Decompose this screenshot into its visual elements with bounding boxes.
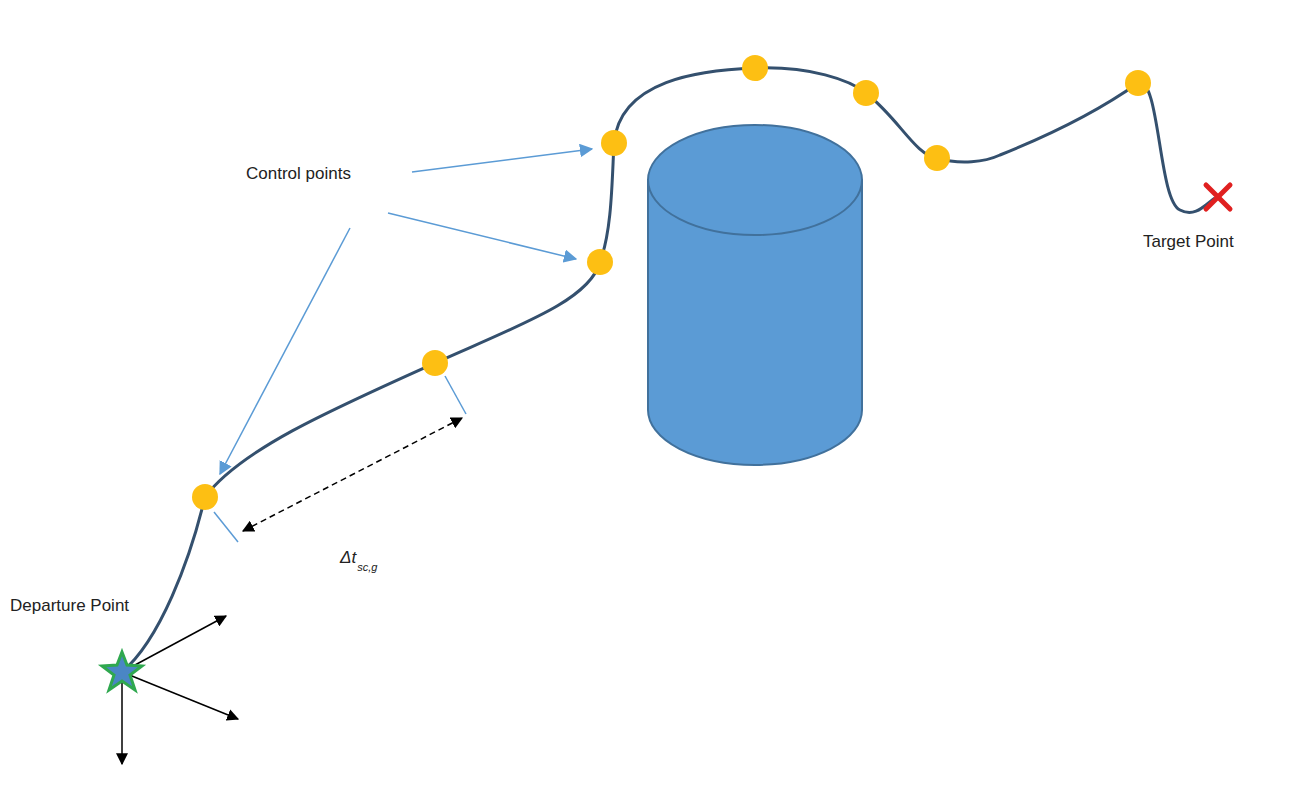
departure-axes xyxy=(122,616,238,764)
cylinder-obstacle xyxy=(648,125,862,465)
dimension-interval xyxy=(214,376,466,542)
target-cross xyxy=(1206,185,1230,209)
callout-label: Control points xyxy=(246,164,351,184)
point-label: Departure Point xyxy=(10,596,129,616)
point-label: Target Point xyxy=(1143,232,1234,252)
dimension-subscript: sc,g xyxy=(357,561,377,574)
leader-arrows xyxy=(220,149,592,474)
control-points xyxy=(192,55,1151,510)
dimension-label: Δt xyxy=(340,548,356,568)
trajectory-curve xyxy=(122,68,1215,672)
departure-star xyxy=(102,652,142,690)
